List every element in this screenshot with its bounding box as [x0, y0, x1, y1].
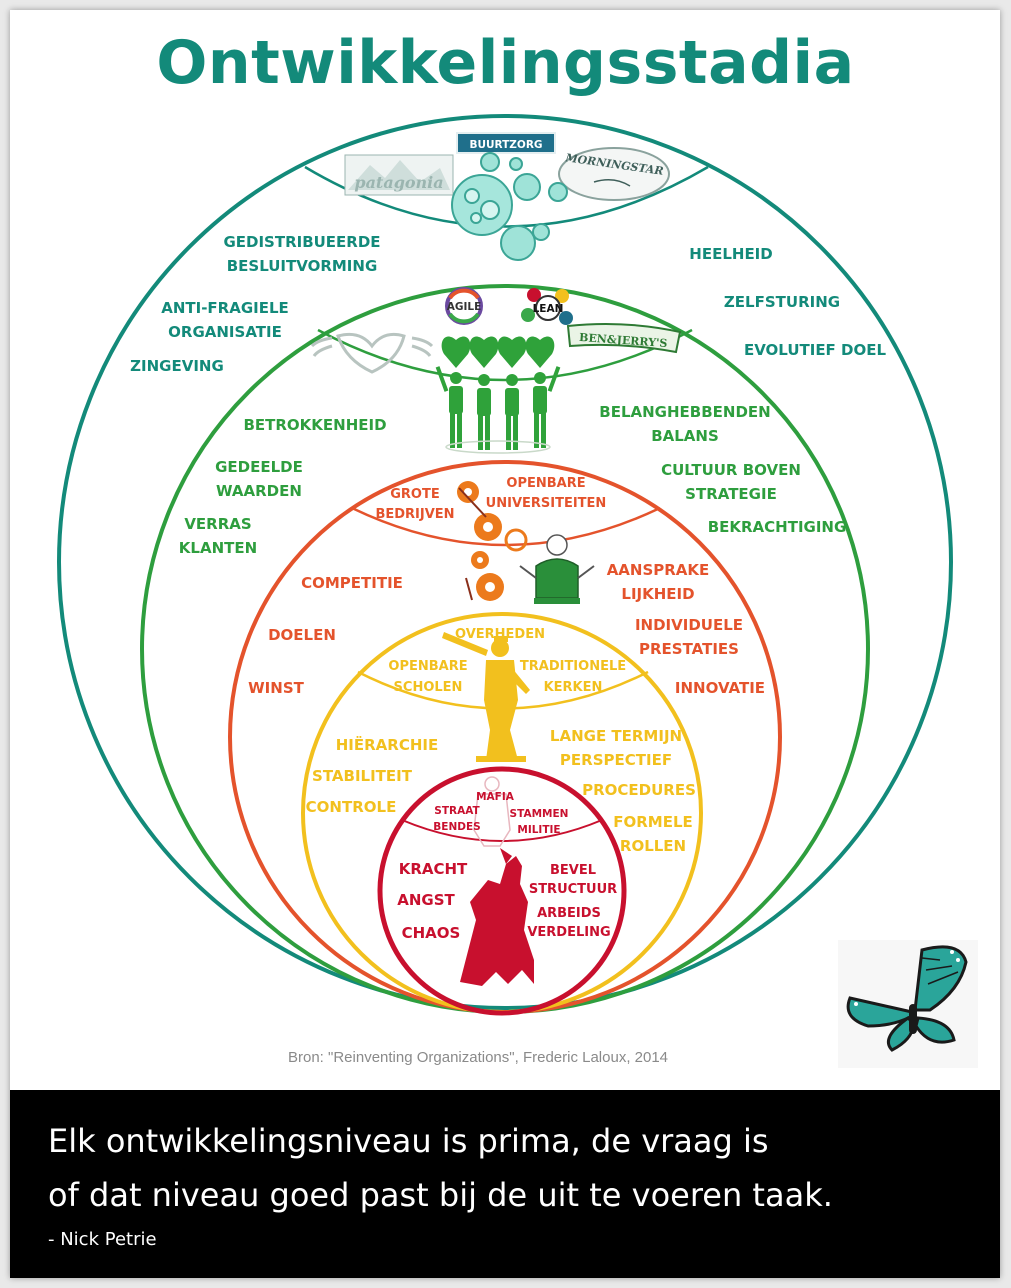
- red-caption-mafia: MAFIA: [476, 791, 515, 803]
- amber-caption-overheden: OVERHEDEN: [455, 627, 545, 642]
- red-label-chaos: CHAOS: [402, 924, 461, 942]
- amber-caption-openbare: OPENBARE: [388, 659, 467, 674]
- amber-label-controle: CONTROLE: [306, 798, 397, 816]
- red-label-bevel: BEVEL: [550, 863, 596, 878]
- patagonia-logo-text: patagonia: [354, 173, 443, 192]
- teal-label-gedistribueerde: GEDISTRIBUEERDE: [223, 233, 380, 251]
- teal-label-zelfsturing: ZELFSTURING: [724, 293, 840, 311]
- green-label-balans: BALANS: [651, 427, 719, 445]
- green-label-gedeelde: GEDEELDE: [215, 458, 303, 476]
- orange-label-competitie: COMPETITIE: [301, 574, 403, 592]
- amber-label-rollen: ROLLEN: [620, 837, 686, 855]
- quote-line-2: of dat niveau goed past bij de uit te vo…: [48, 1176, 833, 1214]
- butterfly-icon: [838, 940, 978, 1068]
- orange-label-lijkheid: LIJKHEID: [621, 585, 694, 603]
- ben-jerrys-logo: BEN&JERRY'S: [566, 323, 682, 354]
- winged-heart-logo: [310, 332, 434, 374]
- manager-figure-icon: [519, 534, 595, 604]
- red-caption-straat: STRAAT: [434, 805, 480, 817]
- teal-ring: [57, 114, 953, 1010]
- amber-label-perspectief: PERSPECTIEF: [560, 751, 672, 769]
- orange-caption-grote: GROTE: [390, 487, 439, 502]
- red-label-kracht: KRACHT: [399, 860, 468, 878]
- teal-label-heelheid: HEELHEID: [689, 245, 772, 263]
- orange-caption-universiteiten: UNIVERSITEITEN: [486, 496, 607, 511]
- orange-label-winst: WINST: [248, 679, 304, 697]
- teal-label-evolutief-doel: EVOLUTIEF DOEL: [744, 341, 887, 359]
- quote-line-1: Elk ontwikkelingsniveau is prima, de vra…: [48, 1122, 769, 1160]
- red-label-angst: ANGST: [397, 891, 455, 909]
- amber-label-lange-termijn: LANGE TERMIJN: [550, 727, 682, 745]
- teal-label-organisatie: ORGANISATIE: [168, 323, 282, 341]
- amber-label-procedures: PROCEDURES: [582, 781, 696, 799]
- green-label-betrokkenheid: BETROKKENHEID: [243, 416, 386, 434]
- orange-label-aansprake: AANSPRAKE: [607, 561, 710, 579]
- agile-logo: AGILE: [445, 287, 483, 325]
- amber-label-stabiliteit: STABILITEIT: [312, 767, 413, 785]
- amber-stage: OVERHEDEN OPENBARE SCHOLEN TRADITIONELE …: [301, 612, 703, 1014]
- red-cap-line: [401, 819, 603, 842]
- wolf-icon: [460, 848, 534, 986]
- teal-label-besluitvorming: BESLUITVORMING: [227, 257, 378, 275]
- amber-caption-scholen: SCHOLEN: [394, 680, 463, 695]
- lean-logo: LEAN: [521, 288, 573, 325]
- quote-panel: Elk ontwikkelingsniveau is prima, de vra…: [10, 1090, 1000, 1278]
- green-stage: AGILE LEAN BEN&JERRY'S: [140, 284, 870, 1014]
- soldier-figure-icon: [442, 632, 530, 762]
- red-label-structuur: STRUCTUUR: [529, 882, 617, 897]
- orange-label-doelen: DOELEN: [268, 626, 336, 644]
- agile-logo-text: AGILE: [447, 301, 482, 313]
- orange-label-individuele: INDIVIDUELE: [635, 616, 743, 634]
- orange-label-innovatie: INNOVATIE: [675, 679, 765, 697]
- teal-label-anti-fragiele: ANTI-FRAGIELE: [161, 299, 289, 317]
- green-label-klanten: KLANTEN: [179, 539, 257, 557]
- green-label-waarden: WAARDEN: [216, 482, 302, 500]
- page-title: Ontwikkelingsstadia: [156, 28, 855, 98]
- green-label-cultuur-boven: CULTUUR BOVEN: [661, 461, 801, 479]
- red-caption-stammen: STAMMEN: [510, 808, 569, 820]
- amber-caption-kerken: KERKEN: [544, 680, 603, 695]
- orange-label-prestaties: PRESTATIES: [639, 640, 739, 658]
- teal-stage: patagonia BUURTZORG MORNINGSTAR GEDISTRI…: [57, 114, 953, 1010]
- orange-caption-openbare: OPENBARE: [506, 476, 585, 491]
- red-caption-militie: MILITIE: [517, 824, 560, 836]
- teal-label-zingeving: ZINGEVING: [130, 357, 224, 375]
- teal-bubbles-icon: [451, 152, 568, 261]
- quote-author: - Nick Petrie: [48, 1229, 157, 1250]
- red-label-arbeids: ARBEIDS: [537, 906, 601, 921]
- red-caption-bendes: BENDES: [433, 821, 480, 833]
- morningstar-logo: MORNINGSTAR: [558, 147, 670, 201]
- patagonia-logo: patagonia: [344, 154, 454, 196]
- source-citation: Bron: "Reinventing Organizations", Frede…: [288, 1049, 669, 1066]
- ben-jerrys-logo-text: BEN&JERRY'S: [579, 331, 668, 350]
- red-ring: [377, 766, 627, 1016]
- green-cap-line: [317, 328, 693, 382]
- buurtzorg-logo-text: BUURTZORG: [469, 139, 542, 151]
- red-stage: MAFIA STRAAT BENDES STAMMEN MILITIE KRAC…: [377, 766, 627, 1016]
- lean-logo-text: LEAN: [533, 303, 564, 315]
- orange-cap-line: [351, 506, 661, 547]
- buurtzorg-logo: BUURTZORG: [456, 132, 556, 154]
- green-label-verras: VERRAS: [184, 515, 251, 533]
- amber-label-formele: FORMELE: [613, 813, 693, 831]
- amber-caption-traditionele: TRADITIONELE: [520, 659, 626, 674]
- green-label-strategie: STRATEGIE: [685, 485, 777, 503]
- amber-label-hierarchie: HIËRARCHIE: [336, 735, 438, 754]
- orange-stage: GROTE BEDRIJVEN OPENBARE UNIVERSITEITEN …: [228, 460, 782, 1014]
- gang-figures-icon: [473, 776, 511, 847]
- red-label-verdeling: VERDELING: [527, 925, 610, 940]
- people-hearts-icon: [435, 336, 561, 450]
- green-label-bekrachtiging: BEKRACHTIGING: [708, 518, 847, 536]
- orange-caption-bedrijven: BEDRIJVEN: [375, 507, 454, 522]
- green-label-belanghebbenden: BELANGHEBBENDEN: [599, 403, 770, 421]
- gears-icon: [457, 481, 528, 601]
